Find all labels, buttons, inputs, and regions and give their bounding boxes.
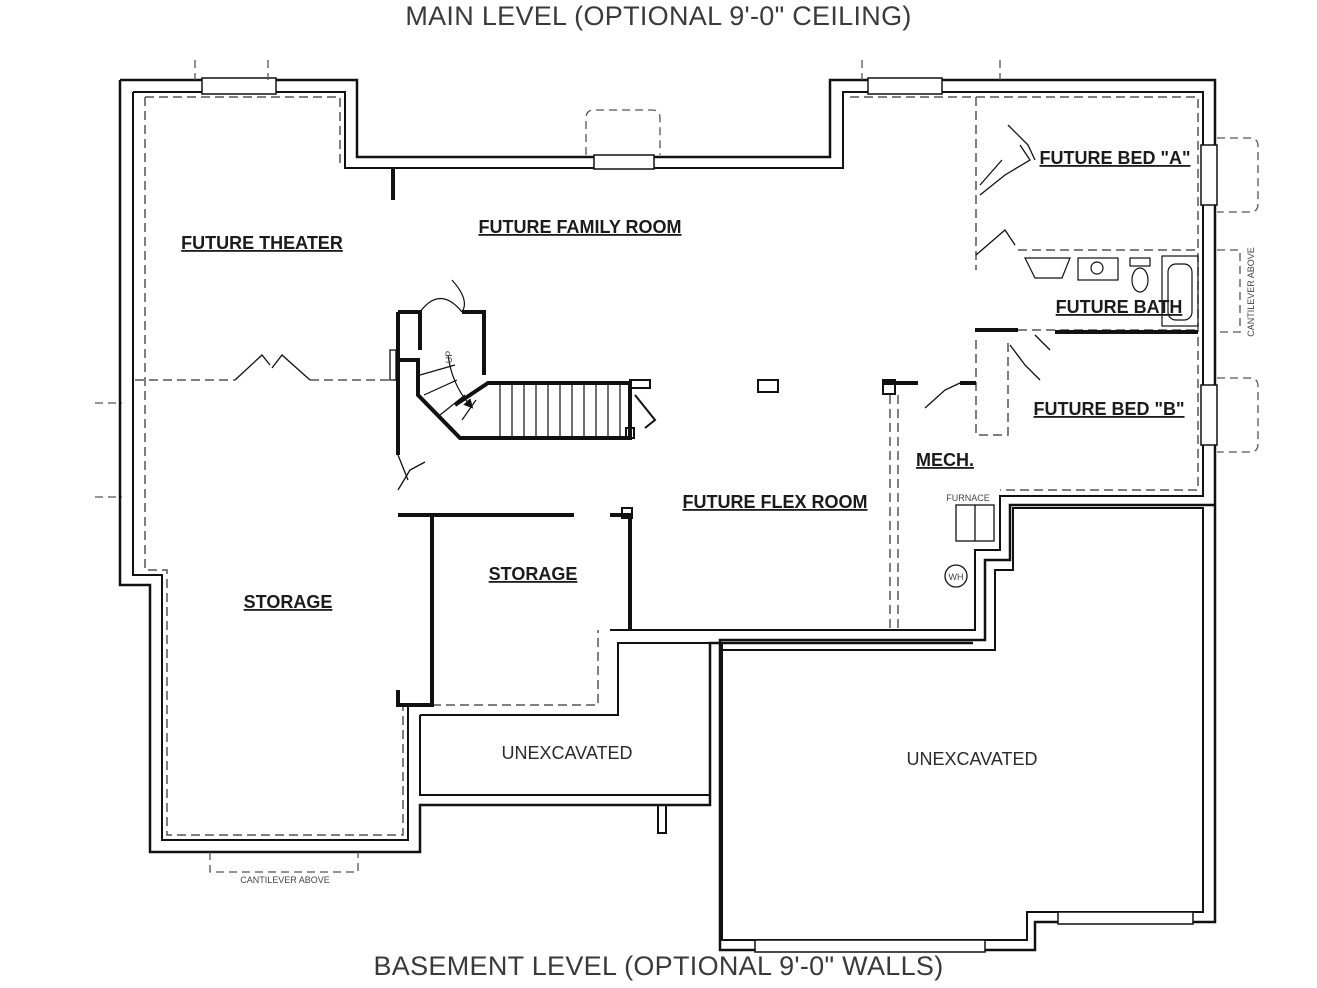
plan-title-basement-level: BASEMENT LEVEL (OPTIONAL 9'-0" WALLS) bbox=[373, 951, 944, 981]
room-label-bed-a: FUTURE BED "A" bbox=[1039, 148, 1190, 168]
plan-title-main-level: MAIN LEVEL (OPTIONAL 9'-0" CEILING) bbox=[405, 1, 912, 31]
room-label-storage-left: STORAGE bbox=[244, 592, 333, 612]
room-label-family: FUTURE FAMILY ROOM bbox=[478, 217, 681, 237]
exterior-wall-outer-left bbox=[118, 80, 973, 854]
room-label-bed-b: FUTURE BED "B" bbox=[1033, 399, 1184, 419]
room-label-bath: FUTURE BATH bbox=[1056, 297, 1183, 317]
finish-lines bbox=[135, 96, 1199, 836]
room-label-mech: MECH. bbox=[916, 450, 974, 470]
door-swings bbox=[234, 124, 1051, 491]
room-label-theater: FUTURE THEATER bbox=[181, 233, 343, 253]
room-label-flex: FUTURE FLEX ROOM bbox=[683, 492, 868, 512]
stairs bbox=[398, 279, 896, 519]
unexcavated-left-boundary bbox=[419, 642, 711, 796]
room-label-unexcavated-right: UNEXCAVATED bbox=[906, 749, 1037, 769]
water-heater-icon bbox=[944, 564, 968, 588]
furnace-label: FURNACE bbox=[946, 493, 990, 503]
pier bbox=[657, 804, 667, 834]
cantilever-label-right: CANTILEVER ABOVE bbox=[1246, 247, 1256, 337]
stair-up-label: UP bbox=[444, 351, 454, 364]
furnace-icon bbox=[955, 504, 995, 542]
exterior-wall-inner bbox=[133, 91, 1204, 631]
room-label-storage-mid: STORAGE bbox=[489, 564, 578, 584]
water-heater-label: WH bbox=[949, 572, 964, 582]
exterior-wall-inner-left bbox=[132, 92, 409, 841]
cantilever-label-bottom: CANTILEVER ABOVE bbox=[240, 875, 330, 885]
room-label-unexcavated-left: UNEXCAVATED bbox=[501, 743, 632, 763]
exterior-wall-outer bbox=[120, 78, 1217, 952]
interior-walls bbox=[391, 168, 1198, 707]
bath-fixtures bbox=[1024, 255, 1199, 327]
window-wells bbox=[95, 60, 1259, 873]
windows bbox=[201, 77, 1218, 953]
